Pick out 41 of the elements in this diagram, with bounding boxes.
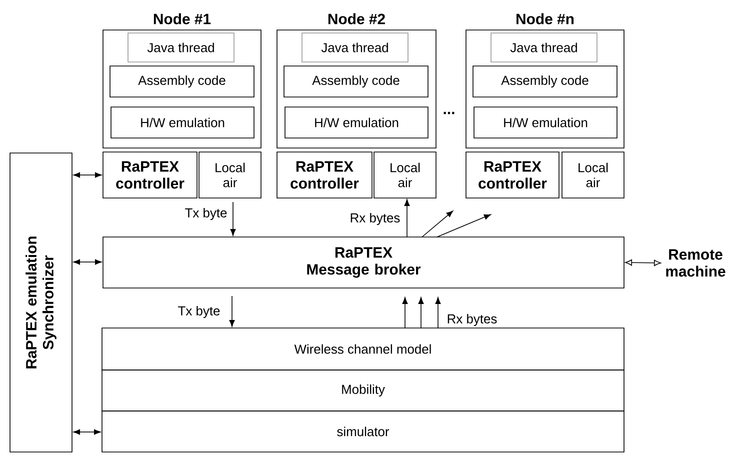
air-box: Local air [562, 152, 624, 198]
edge-label: Rx bytes [348, 212, 402, 226]
edge-label: Tx byte [184, 206, 228, 222]
thread-box: Java thread [128, 32, 234, 62]
emulation-box: H/W emulation [474, 106, 618, 138]
layer-band: simulator [102, 410, 624, 452]
arrow [73, 172, 102, 178]
thread-box: Java thread [302, 32, 408, 62]
arrow [73, 429, 101, 435]
thread-box: Java thread [490, 32, 598, 62]
emulation-box: H/W emulation [284, 106, 428, 138]
controller-box: RaPTEX controller [276, 152, 372, 198]
arrow [229, 296, 235, 327]
air-box: Local air [198, 152, 262, 198]
node-label: Node #1 [154, 13, 211, 24]
controller-box: RaPTEX controller [102, 152, 198, 198]
node-label: Node #n [516, 13, 574, 24]
air-box: Local air [374, 152, 436, 198]
code-box: Assembly code [284, 66, 428, 98]
arrow [230, 202, 236, 236]
layer-band: Wireless channel model [102, 328, 624, 370]
synchronizer-box: RaPTEX emulation Synchronizer [10, 152, 72, 452]
arrow [73, 259, 102, 265]
arrow [418, 297, 424, 328]
edge-label: Rx bytes [446, 312, 498, 328]
code-box: Assembly code [110, 66, 254, 98]
arrow [436, 214, 491, 238]
layer-band: Mobility [102, 370, 624, 412]
emulation-box: H/W emulation [110, 106, 254, 138]
code-box: Assembly code [472, 66, 618, 98]
edge-label: Tx byte [176, 304, 222, 320]
node-label: Node #2 [328, 13, 385, 24]
arrow [422, 210, 454, 238]
arrow [404, 199, 410, 238]
arrow [435, 297, 441, 328]
arrow [402, 297, 408, 328]
arrow [625, 259, 661, 266]
remote-machine-text: Remote machine [666, 249, 726, 277]
controller-box: RaPTEX controller [466, 152, 560, 198]
broker-box: RaPTEX Message broker [102, 236, 624, 288]
ellipsis: ... [444, 112, 454, 114]
